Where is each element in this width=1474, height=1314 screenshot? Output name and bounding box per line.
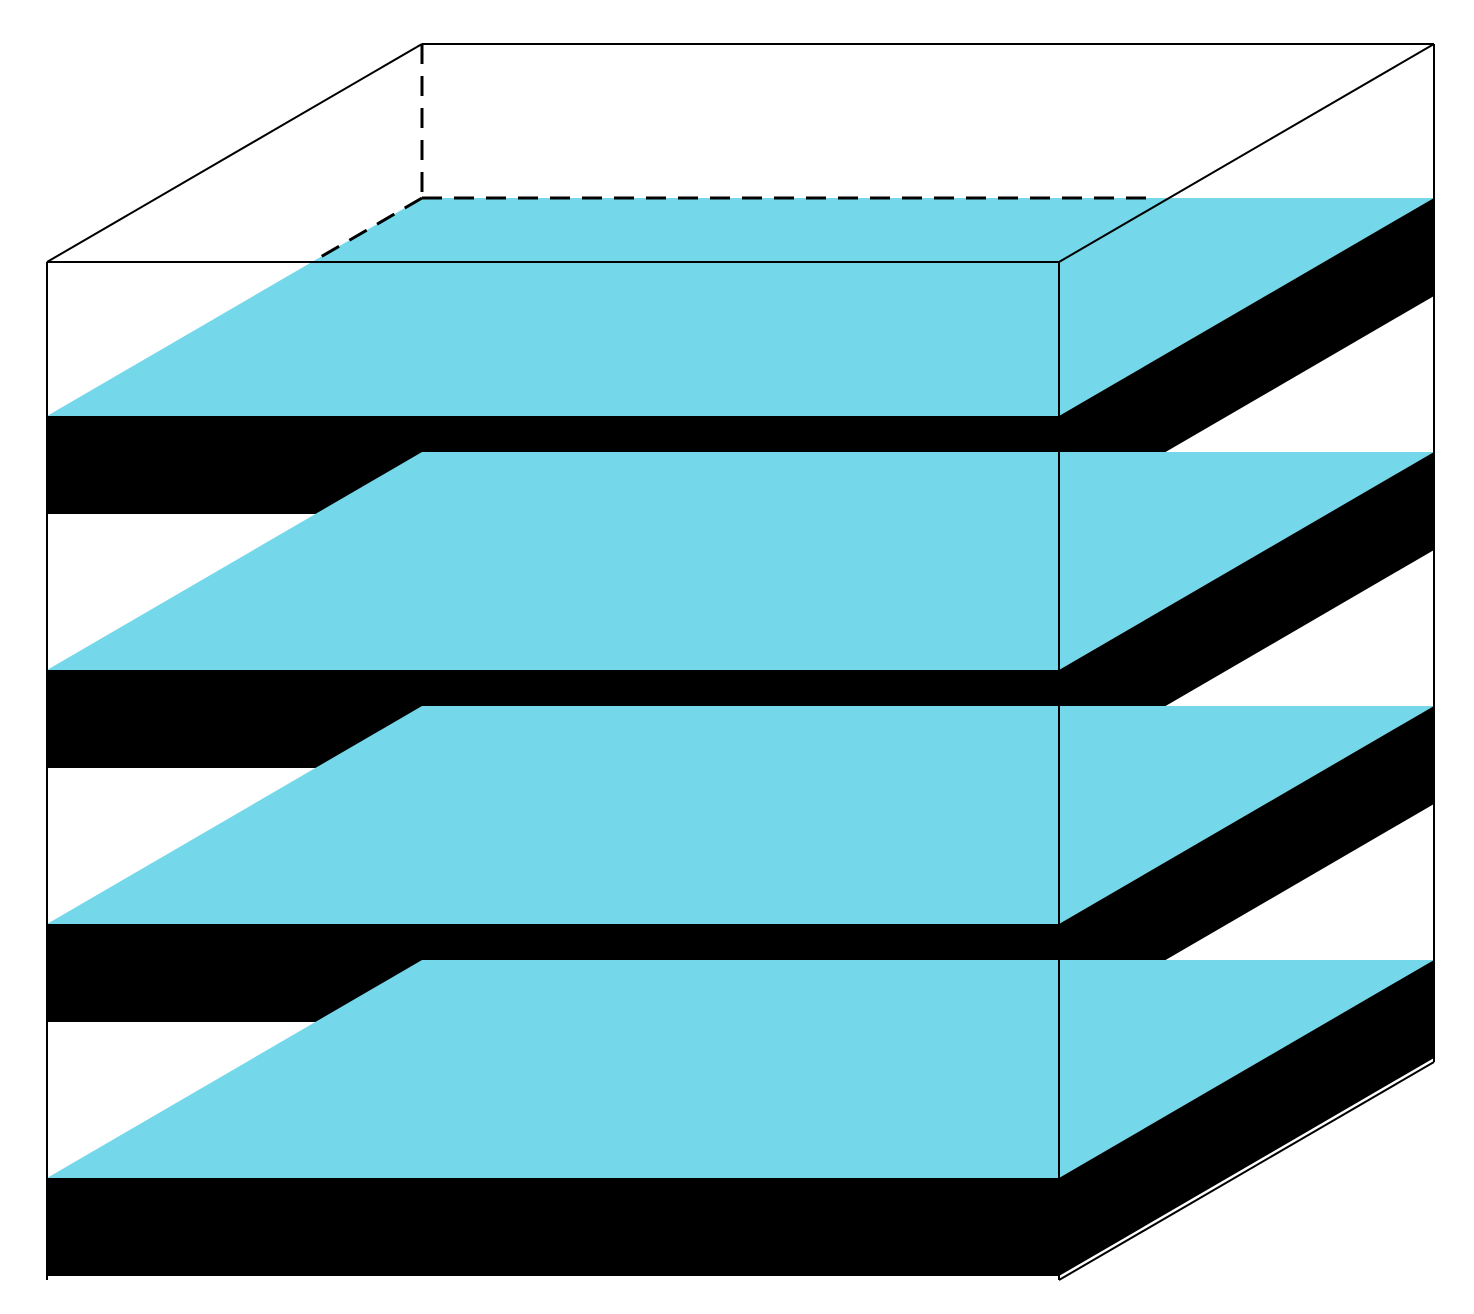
layer-4 <box>47 960 1434 1276</box>
layer-right-side <box>1059 198 1434 514</box>
frame-top-left-edge <box>46 43 423 263</box>
layer-right-side <box>1059 960 1434 1276</box>
layer-top-surface <box>47 706 1434 924</box>
frame-hidden-left-diagonal <box>311 196 423 264</box>
layer-top-surface <box>47 452 1434 670</box>
layer-right-side <box>1059 706 1434 1022</box>
frame-top-right-edge <box>1058 43 1435 263</box>
layer-front-side <box>47 1178 1059 1276</box>
outer-box-frame <box>46 43 1435 1281</box>
layer-top-surface <box>47 960 1434 1178</box>
layer-top-surface <box>47 198 1434 416</box>
frame-bottom-right-edge <box>1058 1061 1435 1281</box>
layer-right-side <box>1059 452 1434 768</box>
layers-group <box>47 198 1434 1276</box>
layer-2 <box>47 452 1434 768</box>
